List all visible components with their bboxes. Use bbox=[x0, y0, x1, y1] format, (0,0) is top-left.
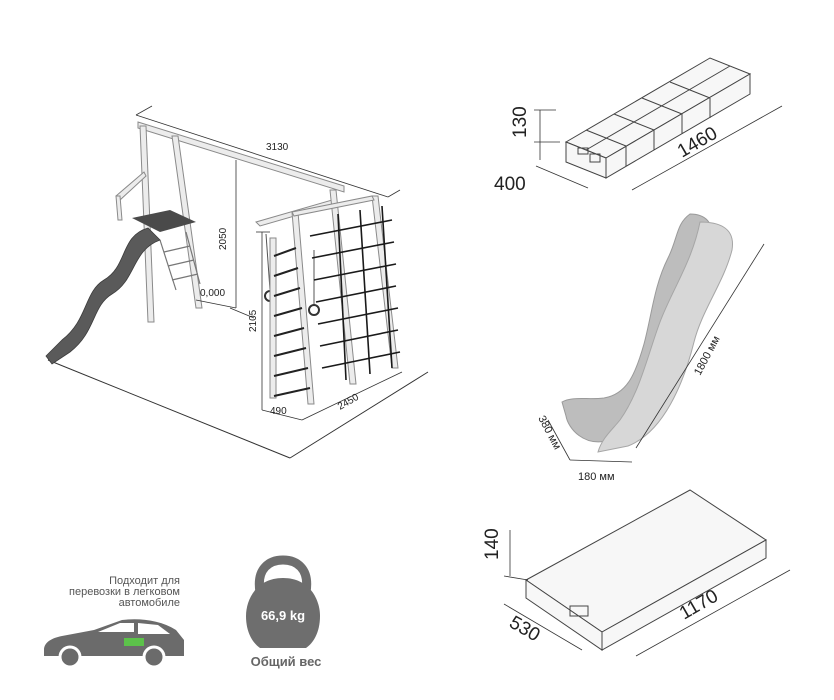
car-transport-note: Подходит для перевозки в легковом автомо… bbox=[40, 576, 180, 609]
ground-level-label: 0,000 bbox=[200, 288, 225, 299]
length-dimension: 3130 bbox=[266, 142, 289, 153]
playset-assembly: 3130 2050 0,000 bbox=[45, 105, 429, 459]
slide-part: 1800 мм 380 мм 180 мм bbox=[535, 213, 765, 483]
package-long-width: 400 bbox=[494, 174, 526, 195]
package-flat-width: 530 bbox=[506, 612, 544, 646]
kettlebell-icon: 66,9 kg bbox=[246, 555, 320, 648]
weight-label: Общий вес bbox=[250, 654, 322, 669]
depth-dimension: 490 bbox=[270, 406, 287, 417]
package-flat: 140 530 1170 bbox=[482, 489, 791, 657]
car-note-line-1: Подходит для bbox=[109, 575, 180, 587]
slide-length: 1800 мм bbox=[692, 334, 723, 377]
car-icon bbox=[44, 619, 184, 669]
width-dimension: 2450 bbox=[336, 392, 361, 413]
package-long-height: 130 bbox=[510, 106, 531, 138]
slide-end-width: 380 мм bbox=[535, 414, 563, 452]
weight-value: 66,9 kg bbox=[261, 608, 305, 623]
height-total-dimension: 2105 bbox=[248, 309, 259, 332]
slide-bottom-width: 180 мм bbox=[578, 471, 615, 483]
package-flat-height: 140 bbox=[482, 528, 503, 560]
package-long: 130 400 1460 bbox=[494, 57, 783, 195]
height-top-dimension: 2050 bbox=[218, 227, 229, 250]
car-note-line-3: автомобиле bbox=[118, 597, 180, 609]
car-note-line-2: перевозки в легковом bbox=[69, 586, 180, 598]
